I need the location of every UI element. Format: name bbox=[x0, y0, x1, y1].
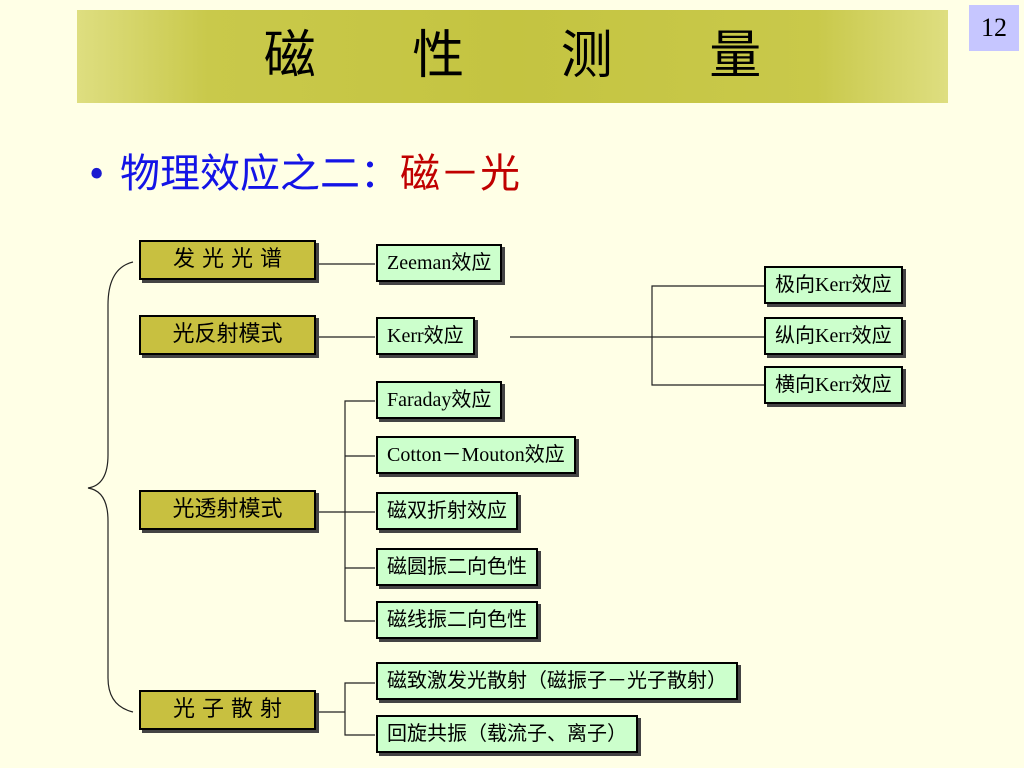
effect-cotton-mouton: Cotton－Mouton效应 bbox=[376, 436, 576, 474]
category-reflection-mode: 光反射模式 bbox=[139, 315, 316, 355]
category-photon-scattering: 光 子 散 射 bbox=[139, 690, 316, 730]
connector-scattering-bracket bbox=[344, 682, 375, 736]
bullet-highlight: 磁－光 bbox=[399, 151, 520, 197]
effect-faraday: Faraday效应 bbox=[376, 381, 503, 419]
effect-kerr-transverse: 横向Kerr效应 bbox=[764, 366, 903, 404]
bullet-line: • 物理效应之二：磁－光 bbox=[86, 146, 520, 204]
category-emission-spectrum: 发 光 光 谱 bbox=[139, 240, 316, 280]
effect-zeeman: Zeeman效应 bbox=[376, 244, 503, 282]
effect-kerr: Kerr效应 bbox=[376, 317, 475, 355]
slide-title: 磁 性 测 量 bbox=[263, 26, 802, 86]
effect-kerr-longitudinal: 纵向Kerr效应 bbox=[764, 317, 903, 355]
category-transmission-mode: 光透射模式 bbox=[139, 490, 316, 530]
connector-transmission-bracket bbox=[344, 400, 375, 622]
page-number: 12 bbox=[969, 5, 1019, 51]
effect-cyclotron-resonance: 回旋共振（载流子、离子） bbox=[376, 715, 638, 753]
effect-magnetic-birefringence: 磁双折射效应 bbox=[376, 492, 518, 530]
title-bar: 磁 性 测 量 bbox=[77, 10, 948, 103]
bullet-prefix: 物理效应之二： bbox=[119, 151, 400, 197]
bullet-dot-icon: • bbox=[86, 155, 108, 196]
effect-magnetic-scattering: 磁致激发光散射（磁振子－光子散射） bbox=[376, 662, 738, 700]
connector-kerr-bracket bbox=[651, 285, 764, 386]
effect-linear-dichroism: 磁线振二向色性 bbox=[376, 601, 538, 639]
effect-circular-dichroism: 磁圆振二向色性 bbox=[376, 548, 538, 586]
effect-kerr-polar: 极向Kerr效应 bbox=[764, 266, 903, 304]
category-brace bbox=[87, 261, 134, 713]
